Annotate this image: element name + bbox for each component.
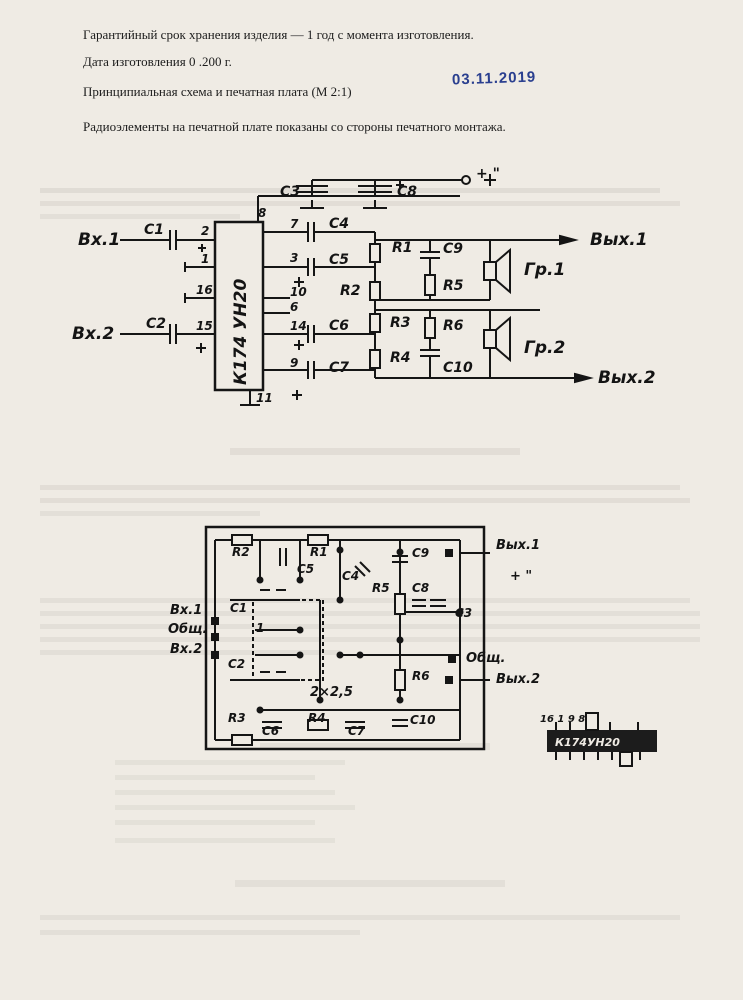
svg-text:10: 10 xyxy=(290,285,307,299)
bleed-through-texture xyxy=(40,188,700,935)
c7-label: С7 xyxy=(329,360,349,376)
svg-text:8: 8 xyxy=(258,206,266,220)
speaker-1-label: Гр.1 xyxy=(524,260,565,280)
svg-text:R2: R2 xyxy=(232,545,250,559)
pcb-output-2-label: Вых.2 xyxy=(496,672,540,687)
c6-label: С6 xyxy=(329,318,349,334)
svg-text:R1: R1 xyxy=(310,545,328,559)
r4-label: R4 xyxy=(390,350,411,366)
svg-text:1: 1 xyxy=(201,252,209,266)
c4-label: С4 xyxy=(329,216,349,232)
c3-label: С3 xyxy=(280,184,300,200)
input-1-label: Вх.1 xyxy=(78,230,120,250)
svg-text:R3: R3 xyxy=(228,711,246,725)
pcb-output-1-label: Вых.1 xyxy=(496,538,540,553)
pcb-layout xyxy=(204,525,490,751)
placement-note: Радиоэлементы на печатной плате показаны… xyxy=(83,119,506,134)
svg-text:C9: C9 xyxy=(412,546,429,560)
schematic-title: Принципиальная схема и печатная плата (М… xyxy=(83,84,352,99)
svg-text:2: 2 xyxy=(201,224,209,238)
input-2-label: Вх.2 xyxy=(72,324,114,344)
svg-text:7: 7 xyxy=(290,217,299,231)
c5-label: С5 xyxy=(329,252,349,268)
svg-text:C4: C4 xyxy=(342,569,359,583)
pcb-pads xyxy=(211,546,464,714)
svg-text:C7: C7 xyxy=(348,724,366,738)
c1-label: С1 xyxy=(144,222,164,238)
svg-text:15: 15 xyxy=(196,319,213,333)
r2-label: R2 xyxy=(340,283,361,299)
r3-label: R3 xyxy=(390,315,411,331)
chip-pinout: К174УН20 16 1 9 8 xyxy=(540,712,657,767)
ic-pin-numbers: 8 2 1 16 15 11 7 3 10 6 14 9 xyxy=(196,206,307,405)
pcb-ground-1-label: Общ. xyxy=(168,622,207,637)
manufacture-date-text: Дата изготовления 0 .200 г. xyxy=(83,54,232,69)
svg-text:C8: C8 xyxy=(412,581,429,595)
c8-label: С8 xyxy=(397,184,417,200)
svg-text:C6: C6 xyxy=(262,724,279,738)
r5-label: R5 xyxy=(443,278,464,294)
speaker-2-label: Гр.2 xyxy=(524,338,565,358)
warranty-text: Гарантийный срок хранения изделия — 1 го… xyxy=(83,27,474,42)
pcb-supply-label: + " xyxy=(510,569,532,584)
chip-label: К174УН20 xyxy=(555,736,620,749)
ic-label: К174 УН20 xyxy=(231,279,251,385)
svg-text:R5: R5 xyxy=(372,581,390,595)
c9-label: С9 xyxy=(443,241,463,257)
schematic-plus-signs xyxy=(196,174,496,400)
circuit-schematic xyxy=(120,175,594,406)
svg-text:R4: R4 xyxy=(308,711,326,725)
svg-text:16: 16 xyxy=(196,283,213,297)
svg-text:6: 6 xyxy=(290,300,298,314)
svg-text:C10: C10 xyxy=(410,713,436,727)
r1-label: R1 xyxy=(392,240,413,256)
svg-text:C1: C1 xyxy=(230,601,247,615)
pcb-input-1-label: Вх.1 xyxy=(170,603,202,618)
svg-text:C3: C3 xyxy=(455,606,472,620)
ic-body xyxy=(213,220,265,392)
output-1-label: Вых.1 xyxy=(590,230,648,250)
svg-text:11: 11 xyxy=(256,391,273,405)
svg-text:3: 3 xyxy=(290,251,298,265)
svg-text:R6: R6 xyxy=(412,669,430,683)
output-2-label: Вых.2 xyxy=(598,368,656,388)
svg-text:C2: C2 xyxy=(228,657,245,671)
svg-text:9: 9 xyxy=(290,356,298,370)
pcb-jumper-label: 2×2,5 xyxy=(310,685,353,700)
c2-label: С2 xyxy=(146,316,166,332)
chip-pins-top: 16 1 9 8 xyxy=(540,714,585,725)
supply-label: + " xyxy=(476,166,500,182)
r6-label: R6 xyxy=(443,318,464,334)
pcb-input-2-label: Вх.2 xyxy=(170,642,202,657)
svg-text:14: 14 xyxy=(290,319,307,333)
svg-text:1: 1 xyxy=(256,621,264,635)
svg-text:C5: C5 xyxy=(297,562,314,576)
c10-label: С10 xyxy=(443,360,473,376)
pcb-ground-2-label: Общ. xyxy=(466,651,505,666)
